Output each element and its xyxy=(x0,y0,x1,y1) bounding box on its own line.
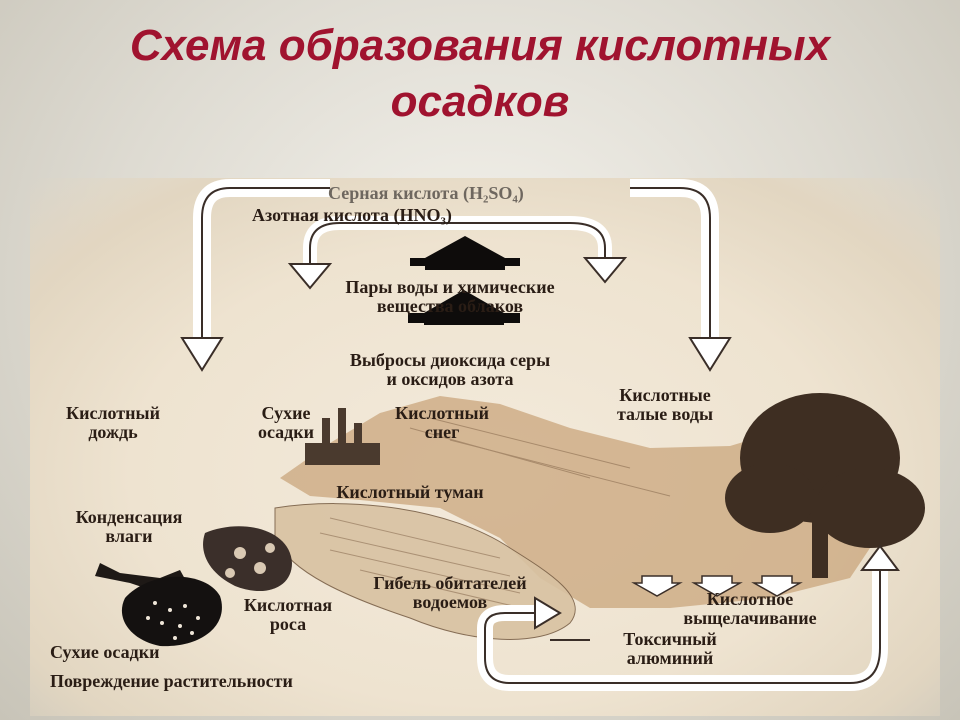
acid-fog-label: Кислотный туман xyxy=(336,482,484,502)
plant-damage-label: Повреждение растительности xyxy=(50,671,293,691)
acid-snow-line-1: Кислотный xyxy=(395,403,489,423)
water-vapor-line-2: вещества облаков xyxy=(376,296,524,316)
emissions-label: Выбросы диоксида серы и оксидов азота xyxy=(265,351,635,389)
leaching-line-2: выщелачивание xyxy=(683,608,817,628)
tree xyxy=(725,393,925,578)
acid-dew-label: Кислотная роса xyxy=(218,596,358,634)
acid-dew-line-2: роса xyxy=(269,614,307,634)
sulfuric-acid-label: Серная кислота (H₂SO₄) xyxy=(328,183,524,203)
factory-chimneys xyxy=(305,408,380,465)
title-line-1: Схема образования кислотных xyxy=(129,21,831,70)
title-line-2: осадков xyxy=(390,77,570,126)
acid-rain-line-2: дождь xyxy=(88,422,138,442)
leaves-illustration xyxy=(95,526,292,647)
toxic-al-line-1: Токсичный xyxy=(623,629,717,649)
acid-rain-label: Кислотный дождь xyxy=(38,404,188,442)
acid-meltwater-line-2: талые воды xyxy=(616,404,714,424)
death-of-inhabitants-label: Гибель обитателей водоемов xyxy=(335,574,565,612)
leaching-line-1: Кислотное xyxy=(706,589,794,609)
death-line-2: водоемов xyxy=(412,592,488,612)
dry-deposits-line-1: Сухие xyxy=(261,403,311,423)
acid-snow-line-2: снег xyxy=(424,422,460,442)
toxic-aluminium-label: Токсичный алюминий xyxy=(595,630,745,668)
mountain-landscape xyxy=(280,396,890,608)
field-hatching xyxy=(319,417,671,611)
nitric-acid-label: Азотная кислота (HNO₃) xyxy=(252,205,452,225)
acid-meltwater-line-1: Кислотные xyxy=(619,385,711,405)
slide-title: Схема образования кислотных осадков xyxy=(0,18,960,130)
acid-rain-diagram: Серная кислота (H₂SO₄) Азотная кислота (… xyxy=(30,178,940,716)
condensation-line-1: Конденсация xyxy=(75,507,183,527)
dry-deposits-line-2: осадки xyxy=(257,422,315,442)
emissions-line-2: и оксидов азота xyxy=(386,369,514,389)
emissions-line-1: Выбросы диоксида серы xyxy=(349,350,551,370)
leaching-arrows xyxy=(631,575,803,597)
acid-dew-line-1: Кислотная xyxy=(243,595,333,615)
dry-deposits-label: Сухие осадки xyxy=(238,404,334,442)
water-vapor-line-1: Пары воды и химические xyxy=(345,277,555,297)
toxic-al-line-2: алюминий xyxy=(626,648,714,668)
condensation-line-2: влаги xyxy=(105,526,153,546)
condensation-label: Конденсация влаги xyxy=(34,508,224,546)
acid-leaching-label: Кислотное выщелачивание xyxy=(660,590,840,628)
dry-deposits-bottom-label: Сухие осадки xyxy=(50,642,160,662)
diagram-artwork xyxy=(95,179,925,691)
death-line-1: Гибель обитателей xyxy=(373,573,527,593)
acid-snow-label: Кислотный снег xyxy=(362,404,522,442)
water-vapor-label: Пары воды и химические вещества облаков xyxy=(260,278,640,316)
acid-rain-line-1: Кислотный xyxy=(66,403,160,423)
acid-meltwater-label: Кислотные талые воды xyxy=(580,386,750,424)
